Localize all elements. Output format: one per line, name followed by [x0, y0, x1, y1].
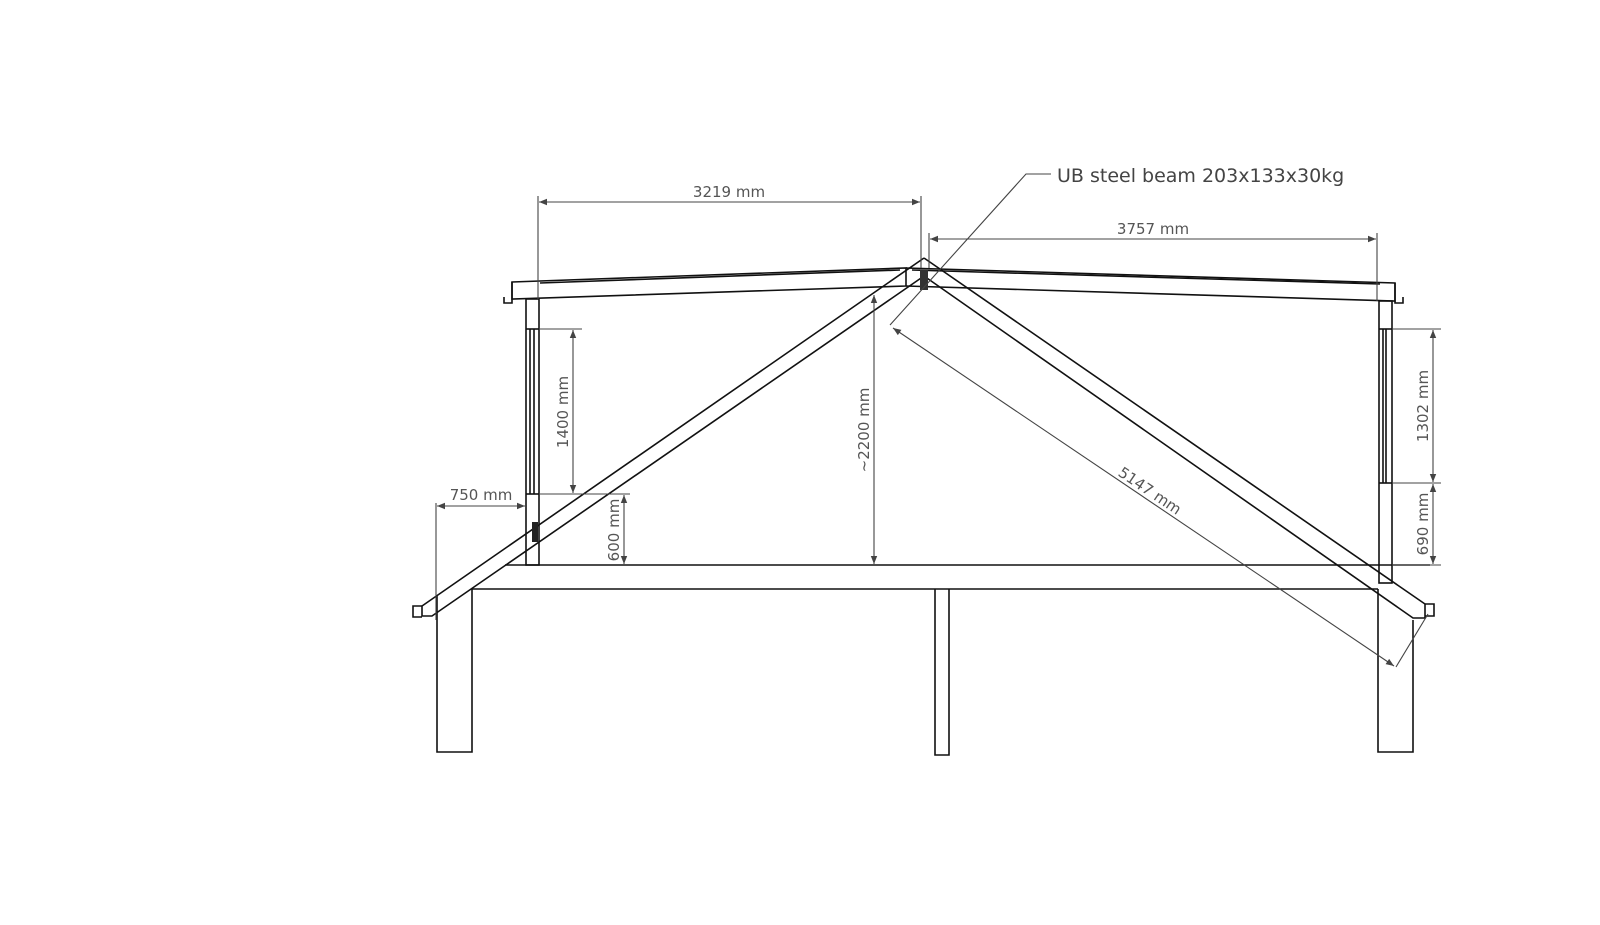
dim-right-span: 3757 mm — [1117, 220, 1189, 238]
post-right — [1377, 589, 1414, 753]
dim-rafter-length: 5147 mm — [1115, 463, 1185, 518]
callout-label: UB steel beam 203x133x30kg — [1057, 165, 1344, 187]
steel-beam-ridge — [920, 270, 928, 290]
rafter-right — [923, 257, 1426, 619]
gutter-right-bottom — [1425, 603, 1435, 617]
dimensions: 3219 mm 3757 mm UB steel beam 203x133x30… — [435, 165, 1441, 668]
gutter-left-bottom — [412, 605, 422, 618]
dim-right-window: 1302 mm — [1414, 370, 1432, 442]
dim-left-overhang: 750 mm — [450, 486, 513, 504]
dim-left-sill: 600 mm — [605, 499, 623, 562]
post-middle — [934, 589, 950, 756]
dim-left-window: 1400 mm — [554, 376, 572, 448]
dim-left-span: 3219 mm — [693, 183, 765, 201]
structure — [412, 257, 1435, 756]
callout-leader — [889, 173, 1051, 326]
steel-beam-left — [532, 522, 538, 542]
gutter-left-top — [503, 282, 513, 304]
post-left — [436, 589, 473, 753]
rafter-left — [421, 257, 925, 617]
gutter-right-top — [1394, 283, 1404, 304]
dim-ridge-height: ~2200 mm — [855, 388, 873, 473]
dim-right-sill: 690 mm — [1414, 493, 1432, 556]
